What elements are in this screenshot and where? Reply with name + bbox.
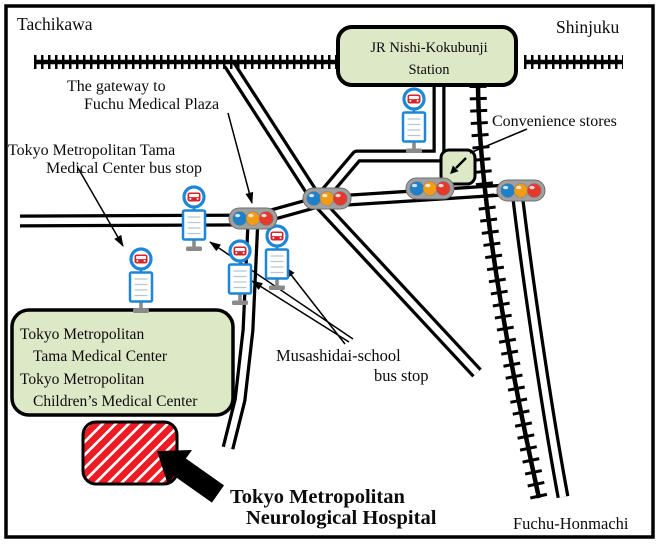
label-gateway-line1: The gateway to — [67, 78, 166, 95]
arrow-down-left-icon — [450, 157, 467, 174]
label-gateway-line2: Fuchu Medical Plaza — [84, 96, 219, 113]
label-tachikawa: Tachikawa — [17, 14, 93, 34]
traffic-light-icon-2 — [302, 187, 352, 210]
medical-center-box-shape — [10, 308, 235, 417]
traffic-light-icon-4 — [496, 179, 546, 202]
railway-musashino-vertical — [469, 84, 548, 500]
convenience-store-box — [439, 148, 477, 186]
label-hospital-line1: Tokyo Metropolitan — [230, 486, 405, 508]
label-tama-bus-stop-line1: Tokyo Metropolitan Tama — [8, 142, 175, 159]
label-shinjuku: Shinjuku — [556, 17, 619, 37]
map-border — [4, 4, 655, 539]
traffic-light-icon-3 — [405, 177, 455, 200]
leader-convenience-stores — [469, 128, 528, 154]
hospital-arrow-icon — [157, 450, 224, 503]
label-fuchu-honmachi: Fuchu-Honmachi — [513, 514, 629, 533]
label-convenience-stores: Convenience stores — [492, 113, 617, 130]
medical-center-line1: Tokyo Metropolitan — [20, 326, 144, 343]
medical-center-box: Tokyo Metropolitan Tama Medical Center T… — [10, 308, 235, 417]
leader-musashidai-2 — [251, 280, 350, 343]
station-name-line1: JR Nishi-Kokubunji — [370, 40, 487, 56]
medical-center-line3: Tokyo Metropolitan — [20, 371, 144, 388]
leader-gateway — [227, 112, 254, 204]
label-tama-bus-stop-line2: Medical Center bus stop — [46, 160, 202, 177]
leader-musashidai-3 — [284, 266, 346, 345]
medical-center-line4: Children’s Medical Center — [33, 393, 198, 410]
station-name-line2: Station — [408, 62, 450, 78]
label-musashidai-line2: bus stop — [374, 366, 429, 385]
traffic-light-icon-1 — [228, 207, 278, 230]
label-hospital-line2: Neurological Hospital — [246, 507, 437, 529]
leader-tama-bus-stop — [77, 167, 124, 247]
station-box-shape — [336, 25, 518, 87]
station-box: JR Nishi-Kokubunji Station — [336, 25, 518, 87]
medical-center-line2: Tama Medical Center — [33, 348, 168, 365]
railway-line — [475, 84, 542, 499]
label-musashidai-line1: Musashidai-school — [276, 346, 401, 365]
